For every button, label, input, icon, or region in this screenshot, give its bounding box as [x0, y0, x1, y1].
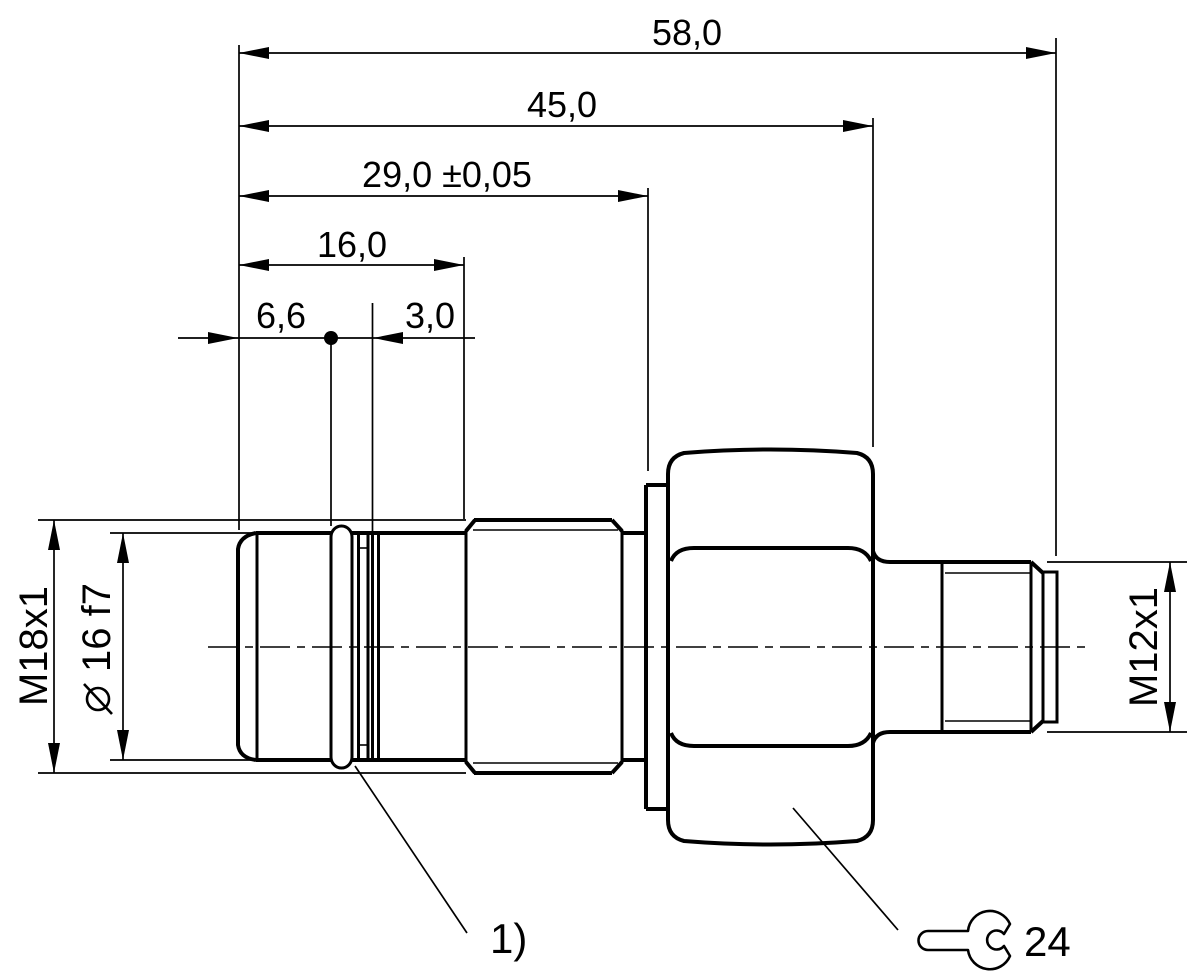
mid-cylinder [871, 550, 942, 744]
dimension-29: 29,0 ±0,05 [239, 154, 649, 471]
wrench-size-label: 24 [1024, 918, 1071, 965]
dim-label-3-0: 3,0 [405, 295, 455, 336]
thread-m18 [464, 518, 646, 775]
leader-oring: 1) [354, 765, 527, 962]
o-ring [329, 524, 354, 770]
hex-nut [666, 447, 875, 847]
dim-label-6-6: 6,6 [256, 295, 306, 336]
dim-label-45: 45,0 [527, 84, 597, 125]
dimension-3-0: 3,0 [371, 295, 455, 533]
dimension-6-6: 6,6 [178, 295, 475, 526]
dim-label-m12: M12x1 [1122, 587, 1166, 707]
sleeve [352, 530, 468, 763]
connector-end-ring [1041, 570, 1059, 724]
dim-label-29: 29,0 ±0,05 [362, 154, 532, 195]
sensor-body [236, 447, 1059, 847]
dimension-origin-dot [324, 331, 338, 345]
leader-wrench: 24 [792, 807, 1071, 971]
dimension-45: 45,0 [239, 84, 874, 447]
dimension-m12: M12x1 [1047, 561, 1187, 733]
dim-label-m18: M18x1 [12, 586, 56, 706]
dim-label-58: 58,0 [652, 12, 722, 53]
dim-label-16: 16,0 [317, 224, 387, 265]
thread-m12 [940, 560, 1045, 734]
diameter-symbol-icon [83, 683, 113, 715]
dim-label-dia16: 16 f7 [75, 583, 119, 672]
oring-ref-label: 1) [490, 915, 527, 962]
dimension-58: 58,0 [238, 12, 1057, 556]
flange [644, 483, 668, 811]
dimension-m18: M18x1 [12, 519, 466, 774]
grooves [357, 533, 380, 760]
dimension-16: 16,0 [239, 224, 465, 519]
front-cap [236, 531, 331, 762]
dimension-dia16: 16 f7 [75, 532, 256, 761]
wrench-icon [917, 909, 1012, 971]
